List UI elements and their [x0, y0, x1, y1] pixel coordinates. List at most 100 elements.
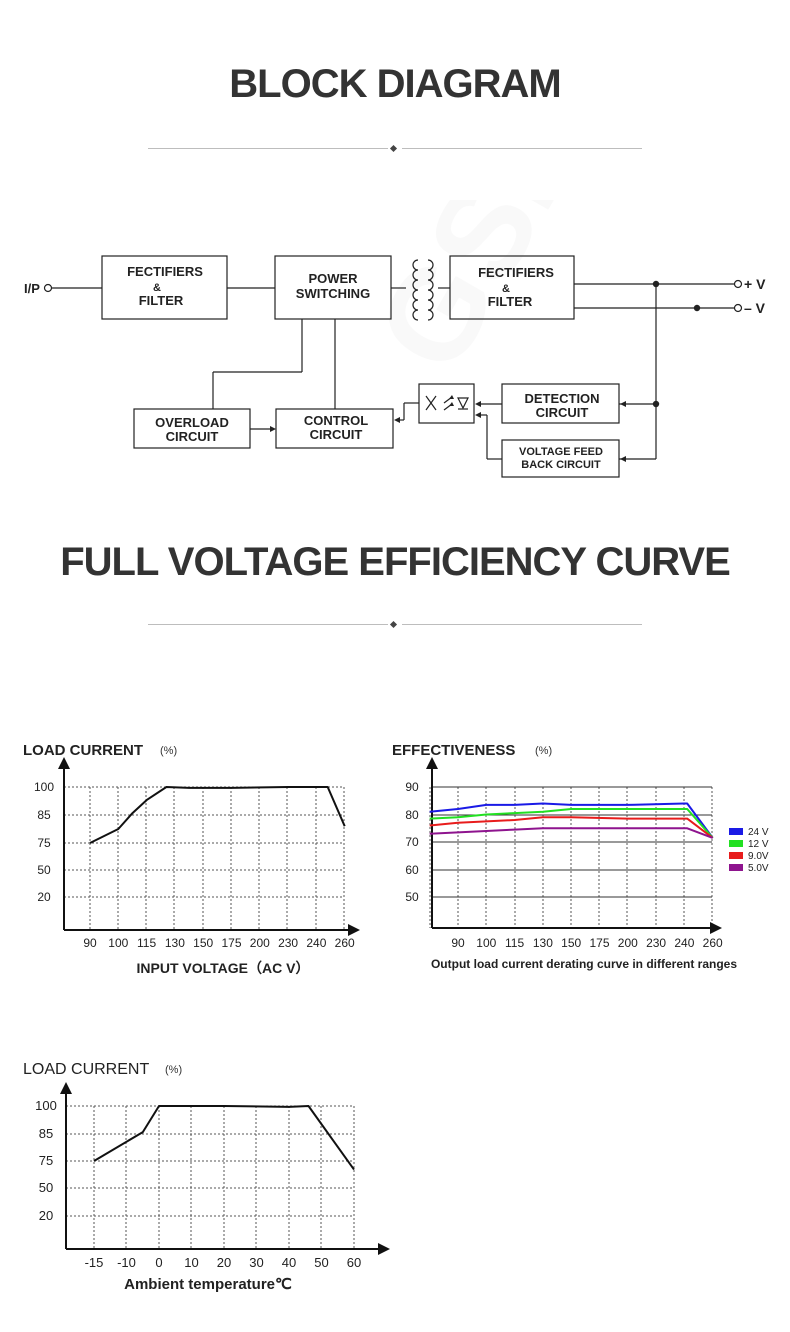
feedback-label-1: VOLTAGE FEED	[519, 446, 603, 458]
x-tick-label: 130	[165, 936, 185, 950]
x-tick-label: 230	[278, 936, 298, 950]
y-axis-arrow	[426, 757, 438, 769]
chart3-xlabel: Ambient temperature℃	[124, 1276, 292, 1293]
legend-swatch	[729, 828, 743, 835]
input-rectifier-label-3: FILTER	[139, 293, 184, 308]
efficiency-curve-title: FULL VOLTAGE EFFICIENCY CURVE	[60, 540, 731, 584]
output-plus-label: + V	[744, 276, 766, 292]
y-tick-label: 50	[405, 890, 419, 904]
y-tick-label: 20	[37, 890, 51, 904]
x-tick-label: 175	[221, 936, 241, 950]
y-axis-arrow	[60, 1082, 72, 1094]
y-tick-label: 90	[405, 780, 419, 794]
y-tick-label: 75	[39, 1153, 53, 1168]
x-tick-label: 115	[137, 936, 156, 950]
x-tick-label: 230	[646, 936, 666, 950]
power-switching-label-2: SWITCHING	[296, 286, 370, 301]
y-axis-arrow	[58, 757, 70, 769]
x-tick-label: 115	[505, 936, 524, 950]
x-tick-label: 100	[108, 936, 128, 950]
x-tick-label: -10	[117, 1255, 136, 1270]
x-tick-label: 150	[193, 936, 213, 950]
series-line-0	[93, 1105, 355, 1171]
chart2-xlabel: Output load current derating curve in di…	[431, 957, 737, 971]
x-tick-label: 20	[217, 1255, 231, 1270]
efficiency-divider	[148, 620, 642, 630]
output-rectifier-label-2: &	[502, 283, 510, 295]
output-minus-terminal	[733, 303, 743, 313]
output-minus-label: – V	[744, 300, 766, 316]
watermark-text: GSHYON	[348, 200, 756, 394]
x-tick-label: -15	[85, 1255, 104, 1270]
legend-swatch	[729, 852, 743, 859]
output-rectifier-label-1: FECTIFIERS	[478, 265, 554, 280]
transformer-secondary-coil	[427, 259, 434, 321]
series-line-50v	[429, 827, 714, 839]
y-tick-label: 80	[405, 808, 419, 822]
x-tick-label: 40	[282, 1255, 296, 1270]
x-tick-label: 60	[347, 1255, 361, 1270]
chart2-title: EFFECTIVENESS	[392, 742, 515, 759]
x-tick-label: 100	[476, 936, 496, 950]
x-axis-arrow	[378, 1243, 390, 1255]
detection-label-1: DETECTION	[524, 391, 599, 406]
series-line-12v	[429, 808, 714, 839]
chart2-unit: (%)	[535, 745, 552, 757]
detection-label-2: CIRCUIT	[536, 405, 589, 420]
x-tick-label: 10	[184, 1255, 198, 1270]
chart1-title: LOAD CURRENT	[23, 742, 143, 759]
x-tick-label: 200	[250, 936, 270, 950]
x-tick-label: 0	[155, 1255, 162, 1270]
chart3-unit: (%)	[165, 1064, 182, 1076]
legend-label: 5.0V	[748, 863, 769, 874]
input-rectifier-label-2: &	[153, 282, 161, 294]
block-diagram-title: BLOCK DIAGRAM	[229, 62, 561, 106]
x-tick-label: 260	[335, 936, 355, 950]
y-tick-label: 20	[39, 1208, 53, 1223]
x-tick-label: 240	[306, 936, 326, 950]
output-rectifier-label-3: FILTER	[488, 294, 533, 309]
x-tick-label: 30	[249, 1255, 263, 1270]
feedback-label-2: BACK CIRCUIT	[521, 459, 601, 471]
y-tick-label: 50	[39, 1180, 53, 1195]
y-tick-label: 60	[405, 863, 419, 877]
series-line-24v	[429, 802, 714, 839]
control-label-1: CONTROL	[304, 413, 368, 428]
power-switching-label-1: POWER	[308, 271, 358, 286]
x-axis-arrow	[710, 922, 722, 934]
y-tick-label: 100	[35, 1098, 57, 1113]
y-tick-label: 50	[37, 863, 51, 877]
x-tick-label: 260	[703, 936, 723, 950]
chart1-xlabel: INPUT VOLTAGE（AC V）	[137, 960, 310, 976]
ambient-temperature-load-chart: LOAD CURRENT (%) -15 -10 0 10 20 30 40 50 60 100…	[23, 1061, 390, 1293]
input-terminal	[43, 283, 53, 293]
x-tick-label: 90	[83, 936, 97, 950]
x-tick-label: 175	[589, 936, 609, 950]
chart3-title: LOAD CURRENT	[23, 1061, 149, 1078]
legend-label: 9.0V	[748, 851, 769, 862]
transformer-primary-coil	[412, 259, 419, 321]
x-tick-label: 240	[674, 936, 694, 950]
block-diagram-divider	[148, 144, 642, 154]
x-tick-label: 200	[618, 936, 638, 950]
input-voltage-load-chart: LOAD CURRENT (%) 90 100 115 130 150 175 200 230…	[23, 742, 360, 976]
x-tick-label: 150	[561, 936, 581, 950]
y-tick-label: 100	[34, 780, 54, 794]
y-tick-label: 85	[37, 808, 51, 822]
legend-swatch	[729, 840, 743, 847]
series-line-90v	[429, 816, 714, 839]
legend-label: 12 V	[748, 839, 769, 850]
overload-label-1: OVERLOAD	[155, 415, 229, 430]
x-axis-arrow	[348, 924, 360, 936]
input-rectifier-label-1: FECTIFIERS	[127, 264, 203, 279]
y-tick-label: 75	[37, 836, 51, 850]
input-label: I/P	[24, 281, 40, 296]
x-tick-label: 130	[533, 936, 553, 950]
x-tick-label: 50	[314, 1255, 328, 1270]
chart1-unit: (%)	[160, 745, 177, 757]
overload-label-2: CIRCUIT	[166, 429, 219, 444]
effectiveness-chart: EFFECTIVENESS (%) 90 100 115 130 150 175 200 23…	[392, 742, 769, 971]
x-tick-label: 90	[451, 936, 465, 950]
series-line-0	[89, 786, 346, 844]
output-plus-terminal	[733, 279, 743, 289]
